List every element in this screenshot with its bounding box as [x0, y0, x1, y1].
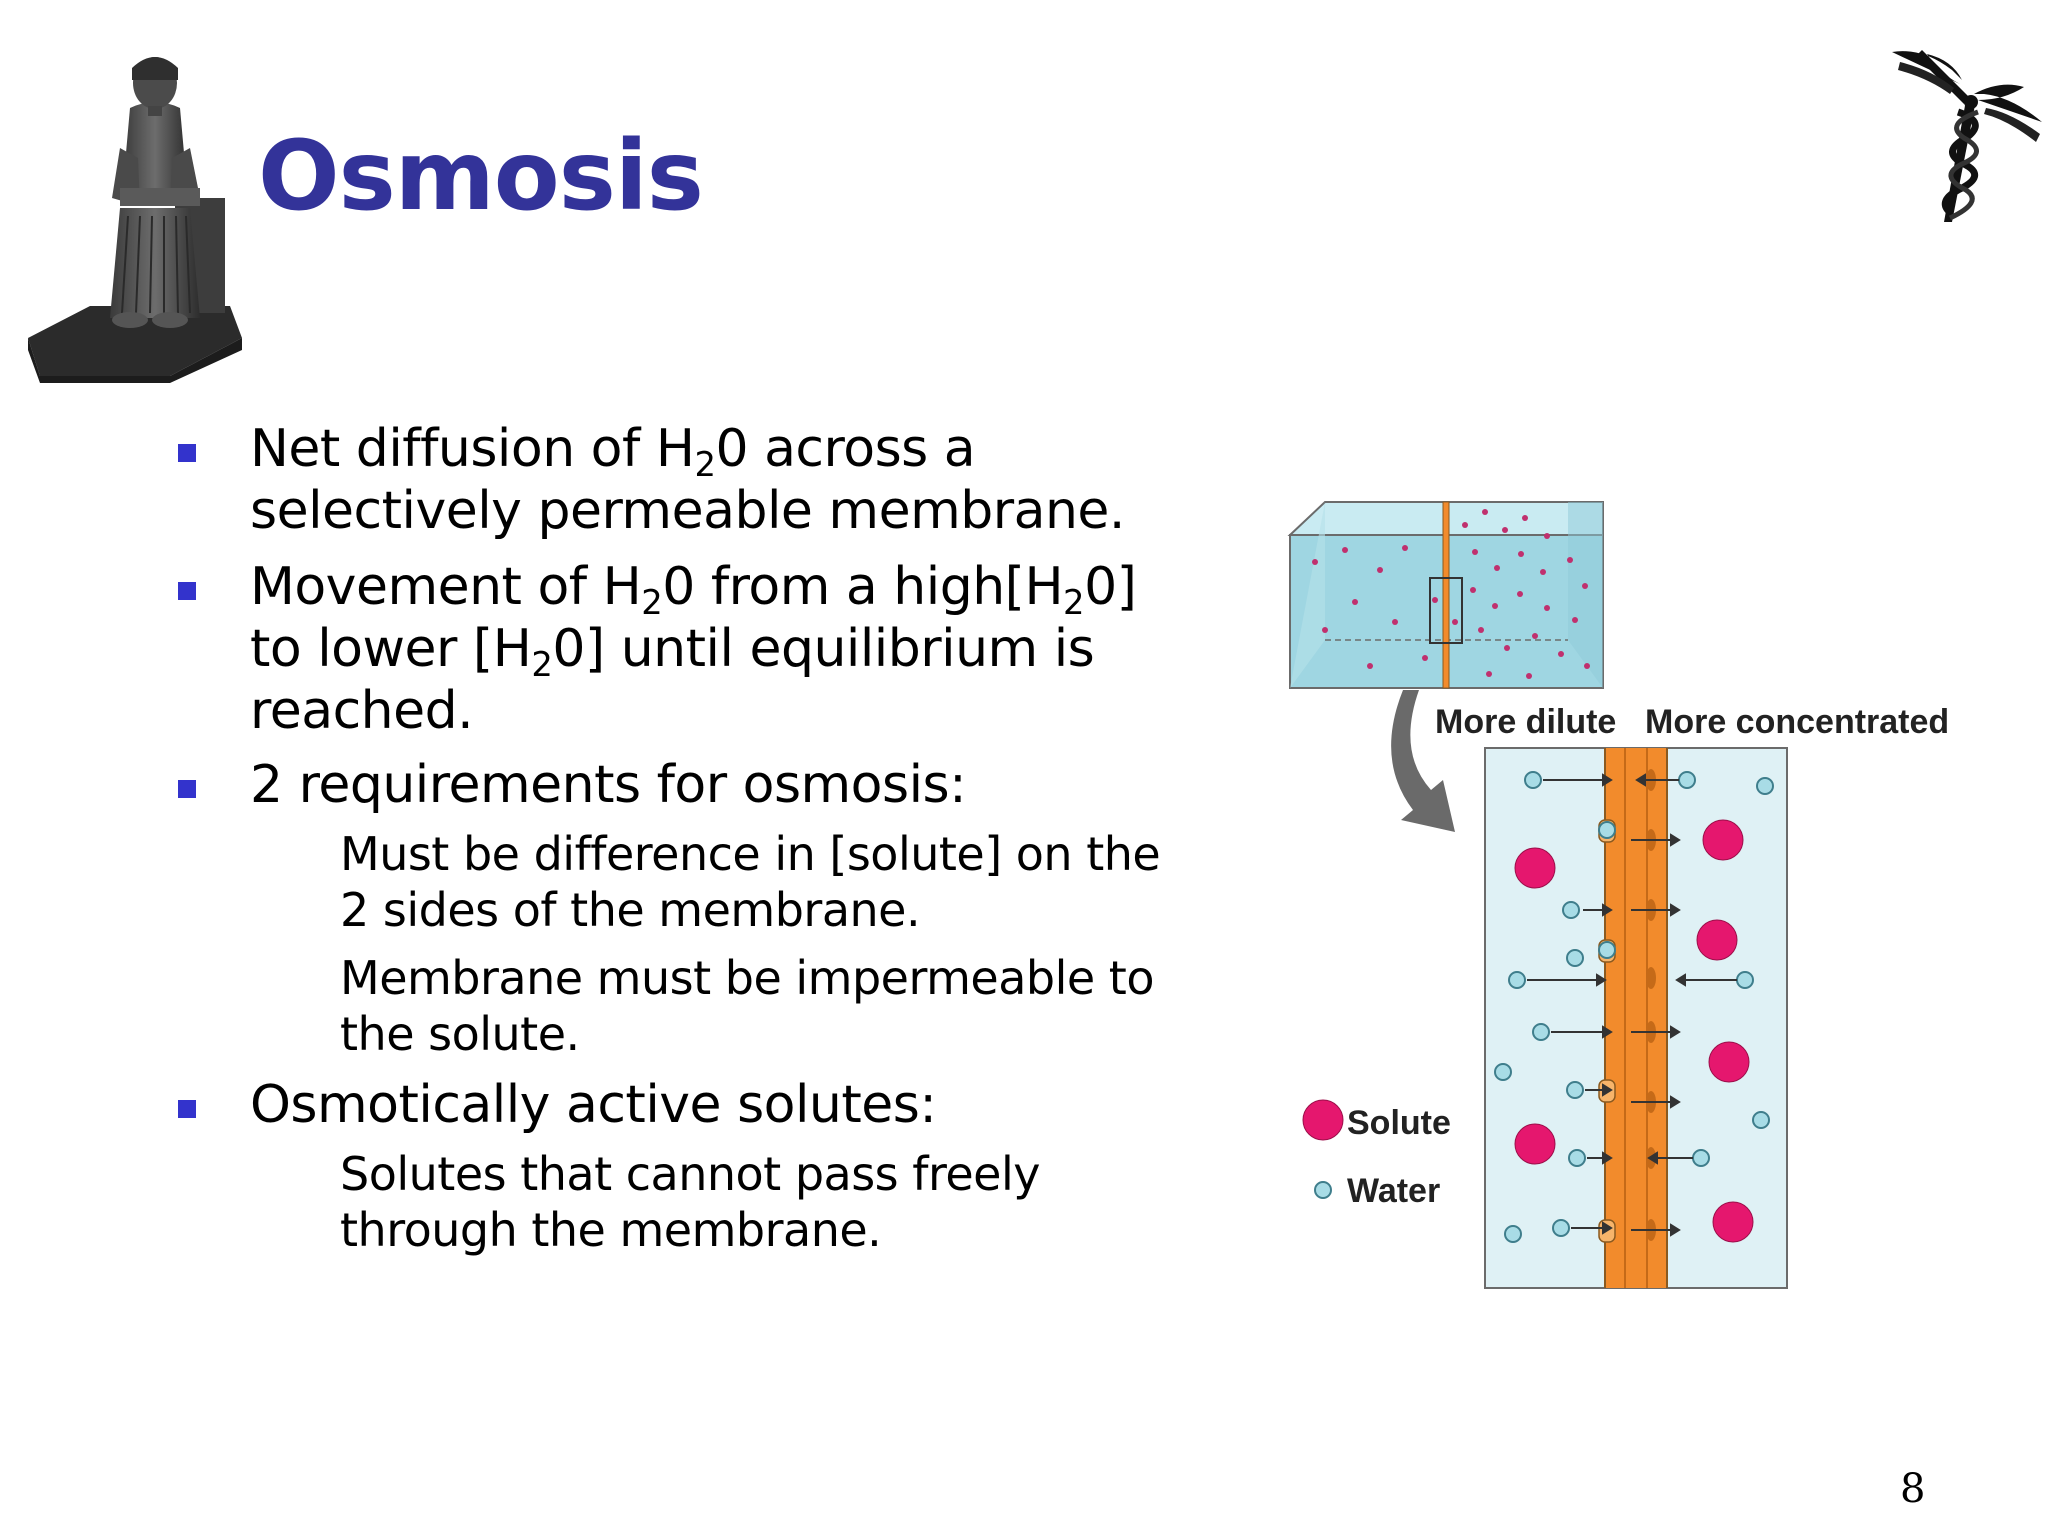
osmosis-diagram: More dilute More concentrated [1287, 501, 1949, 1289]
bullet-text: 2 requirements for osmosis: [250, 755, 967, 815]
label-more-concentrated: More concentrated [1645, 703, 1949, 741]
bullet-text: Membrane must be impermeable to [340, 951, 1154, 1005]
tank [1287, 501, 1604, 689]
zoom-arrow [1391, 690, 1455, 832]
bullet-text: 0] until equilibrium is [552, 619, 1095, 679]
bullet-text: Must be difference in [solute] on the [340, 827, 1161, 881]
bullet-text: 0 from a high[H [662, 557, 1064, 617]
bullet-marker [178, 444, 196, 462]
subscript: 2 [694, 445, 716, 485]
label-more-dilute: More dilute [1435, 703, 1616, 741]
slide-title: Osmosis [258, 120, 704, 232]
bullet-text: reached. [250, 681, 474, 741]
legend-water-marker [1314, 1181, 1332, 1199]
bullet-text: Osmotically active solutes: [250, 1075, 937, 1135]
bullet-text: 0] [1084, 557, 1137, 617]
bullet-marker [178, 1100, 196, 1118]
bullet-item: 2 requirements for osmosis: [178, 754, 1170, 816]
bullet-text: selectively permeable membrane. [250, 481, 1125, 541]
bullet-marker [178, 582, 196, 600]
bullet-text: 2 sides of the membrane. [340, 883, 921, 937]
bullet-text: Solutes that cannot pass freely [340, 1147, 1040, 1201]
bullet-item: Net diffusion of H20 across a selectivel… [178, 418, 1170, 542]
bullet-item: Osmotically active solutes: [178, 1074, 1170, 1136]
zoom-panel [1484, 747, 1788, 1289]
bullet-text: Movement of H [250, 557, 642, 617]
subscript: 2 [1063, 583, 1085, 623]
bullet-item: Movement of H20 from a high[H20] to lowe… [178, 556, 1170, 742]
bullet-marker [178, 780, 196, 798]
bullet-text: to lower [H [250, 619, 532, 679]
page-number: 8 [1900, 1466, 1926, 1512]
caduceus-icon [1892, 50, 2042, 222]
bullet-text: the solute. [340, 1007, 580, 1061]
subscript: 2 [641, 583, 663, 623]
bullet-text: Net diffusion of H [250, 419, 695, 479]
legend-solute-marker [1302, 1099, 1344, 1141]
subscript: 2 [531, 645, 553, 685]
legend-water-label: Water [1347, 1172, 1440, 1210]
bullet-text: through the membrane. [340, 1203, 882, 1257]
sub-bullet-item: Membrane must be impermeable to the solu… [340, 950, 1160, 1062]
legend-solute-label: Solute [1347, 1104, 1451, 1142]
sub-bullet-item: Solutes that cannot pass freely through … [340, 1146, 1160, 1258]
legend: Solute Water [1302, 1099, 1451, 1210]
bullet-text: 0 across a [715, 419, 976, 479]
sub-bullet-item: Must be difference in [solute] on the 2 … [340, 826, 1162, 942]
scribe-statue-image [28, 57, 242, 383]
